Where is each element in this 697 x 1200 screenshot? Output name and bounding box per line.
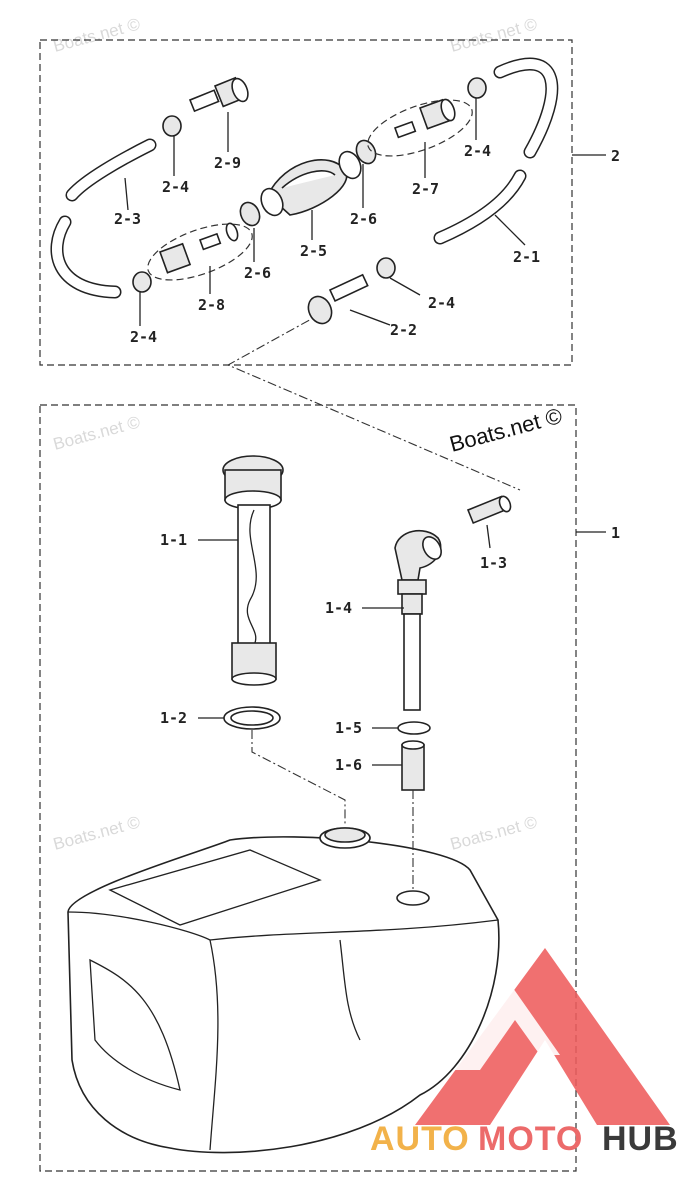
callout-2-6: 2-6 <box>244 264 271 282</box>
fuel-gauge-1-1 <box>222 455 284 686</box>
group-2-leaders <box>124 98 526 326</box>
callout-1-1: 1-1 <box>160 531 187 549</box>
group-1-frame <box>39 404 577 1172</box>
callout-group-2: 2 <box>611 147 620 165</box>
fuel-tank <box>67 827 500 1154</box>
automotohub-logo: AUTO MOTO HUB <box>370 948 679 1158</box>
primer-bulb-2-5 <box>260 150 362 217</box>
callout-2-6: 2-6 <box>350 210 377 228</box>
hose-2-1 <box>433 169 527 245</box>
callout-2-8: 2-8 <box>198 296 225 314</box>
callout-group-1: 1 <box>611 524 620 542</box>
alignment-line-1-2 <box>251 730 346 825</box>
washer-2-6 <box>355 139 377 165</box>
nut-2-4 <box>467 77 487 99</box>
logo-text-moto: MOTO <box>478 1120 583 1158</box>
group-1-leaders <box>198 524 491 766</box>
washer-1-5 <box>397 721 431 735</box>
nut-2-4 <box>162 115 182 137</box>
o-ring-1-2-inner <box>230 710 274 726</box>
callout-2-4: 2-4 <box>464 142 491 160</box>
valve-2-8 <box>147 222 253 281</box>
hose-upper-right <box>493 57 559 159</box>
logo-text-hub: HUB <box>602 1120 679 1158</box>
callout-2-3: 2-3 <box>114 210 141 228</box>
fitting-1-3 <box>466 495 512 525</box>
callout-1-6: 1-6 <box>335 756 362 774</box>
logo-triangle-inner <box>455 988 560 1070</box>
callout-2-1: 2-1 <box>513 248 540 266</box>
watermark-faint: Boats.net © <box>448 812 539 854</box>
group-2-frame <box>39 39 573 366</box>
callout-2-2: 2-2 <box>390 321 417 339</box>
callout-2-4: 2-4 <box>130 328 157 346</box>
hose-2-3 <box>65 138 157 202</box>
watermark-faint: Boats.net © <box>448 14 539 56</box>
connector-2-9 <box>188 76 249 113</box>
watermark-faint: Boats.net © <box>51 812 142 854</box>
callout-2-4: 2-4 <box>428 294 455 312</box>
callout-1-2: 1-2 <box>160 709 187 727</box>
callout-1-4: 1-4 <box>325 599 352 617</box>
callout-2-4: 2-4 <box>162 178 189 196</box>
connection-line-2-2-to-1-3 <box>226 311 521 491</box>
logo-text-auto: AUTO <box>370 1120 470 1158</box>
callout-1-3: 1-3 <box>480 554 507 572</box>
filter-1-6 <box>401 740 425 791</box>
watermark-faint: Boats.net © <box>51 14 142 56</box>
callout-2-9: 2-9 <box>214 154 241 172</box>
callout-1-5: 1-5 <box>335 719 362 737</box>
hose-left-curve <box>50 215 122 299</box>
callout-2-7: 2-7 <box>412 180 439 198</box>
nut-2-4 <box>376 257 396 279</box>
watermark-main: Boats.net © <box>447 403 565 457</box>
valve-2-7 <box>367 98 473 157</box>
pickup-pipe-1-4 <box>394 530 442 711</box>
callout-2-5: 2-5 <box>300 242 327 260</box>
connector-2-2 <box>307 273 369 325</box>
watermark-faint: Boats.net © <box>51 412 142 454</box>
nut-2-4 <box>132 271 152 293</box>
washer-2-6 <box>239 201 261 227</box>
